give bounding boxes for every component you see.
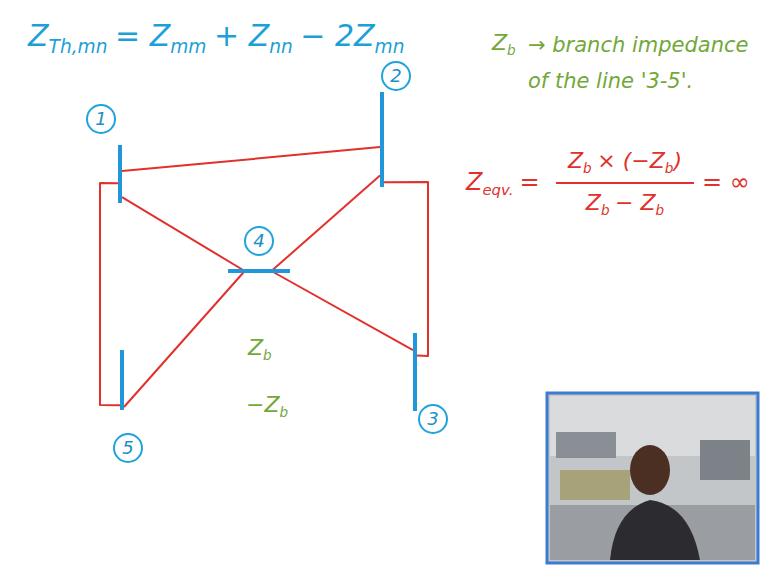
subscript: b	[263, 347, 272, 363]
transmission-line	[122, 197, 245, 271]
equation-group: Zb× (−Zb)	[568, 148, 682, 176]
bus-bar: 4	[228, 269, 290, 273]
math-text: Z	[586, 190, 601, 215]
subscript: Th,mn	[49, 36, 108, 57]
math-text: Z	[466, 168, 482, 196]
transmission-line	[271, 176, 380, 271]
transmission-line	[271, 271, 413, 350]
math-text: )	[673, 148, 682, 173]
math-text: Z	[568, 148, 583, 173]
bus-number: 2	[381, 61, 411, 91]
subscript: b	[583, 160, 592, 176]
math-text: + Z	[214, 18, 269, 53]
note-group: −Zb	[246, 392, 288, 420]
transmission-line	[100, 183, 120, 405]
bus-bar: 3	[413, 333, 417, 411]
video-thumbnail	[547, 393, 758, 563]
bus-bar: 1	[118, 145, 122, 203]
equation-group: Zb− Zb	[586, 190, 664, 218]
math-text: = Z	[115, 18, 170, 53]
formula-group: ZTh,mn = Zmm + Znn − 2Zmn	[28, 18, 405, 57]
math-text: − Z	[615, 190, 656, 215]
bus-bar: 2	[380, 92, 384, 187]
math-text: =	[519, 168, 539, 196]
math-text: Z	[248, 335, 263, 360]
note-group: → branch impedance of the line '3-5'.	[528, 28, 773, 99]
math-text: −Z	[246, 392, 280, 417]
subscript: mm	[170, 36, 206, 57]
subscript: eqv.	[482, 181, 513, 199]
subscript: b	[507, 42, 516, 58]
note-group: Zb	[492, 30, 516, 58]
transmission-line	[122, 147, 380, 171]
equation-group: Zeqv. =	[466, 168, 539, 199]
math-text: × (−Z	[597, 148, 665, 173]
math-text: − 2Z	[300, 18, 374, 53]
subscript: b	[656, 202, 665, 218]
bus-number: 4	[244, 226, 274, 256]
bus-number: 5	[113, 433, 143, 463]
subscript: nn	[269, 36, 293, 57]
subscript: b	[601, 202, 610, 218]
subscript: mn	[375, 36, 405, 57]
bus-number: 1	[86, 104, 116, 134]
fraction-bar	[556, 182, 694, 184]
transmission-line	[384, 182, 428, 356]
math-text: Z	[28, 18, 49, 53]
math-text: = ∞	[702, 168, 750, 196]
bus-number: 3	[418, 404, 448, 434]
math-text: Z	[492, 30, 507, 55]
subscript: b	[665, 160, 674, 176]
math-text: → branch impedance of the line '3-5'.	[528, 33, 748, 93]
note-group: Zb	[248, 335, 272, 363]
transmission-line	[124, 271, 245, 407]
subscript: b	[280, 404, 289, 420]
bus-bar: 5	[120, 350, 124, 410]
equation-group: = ∞	[702, 168, 750, 196]
